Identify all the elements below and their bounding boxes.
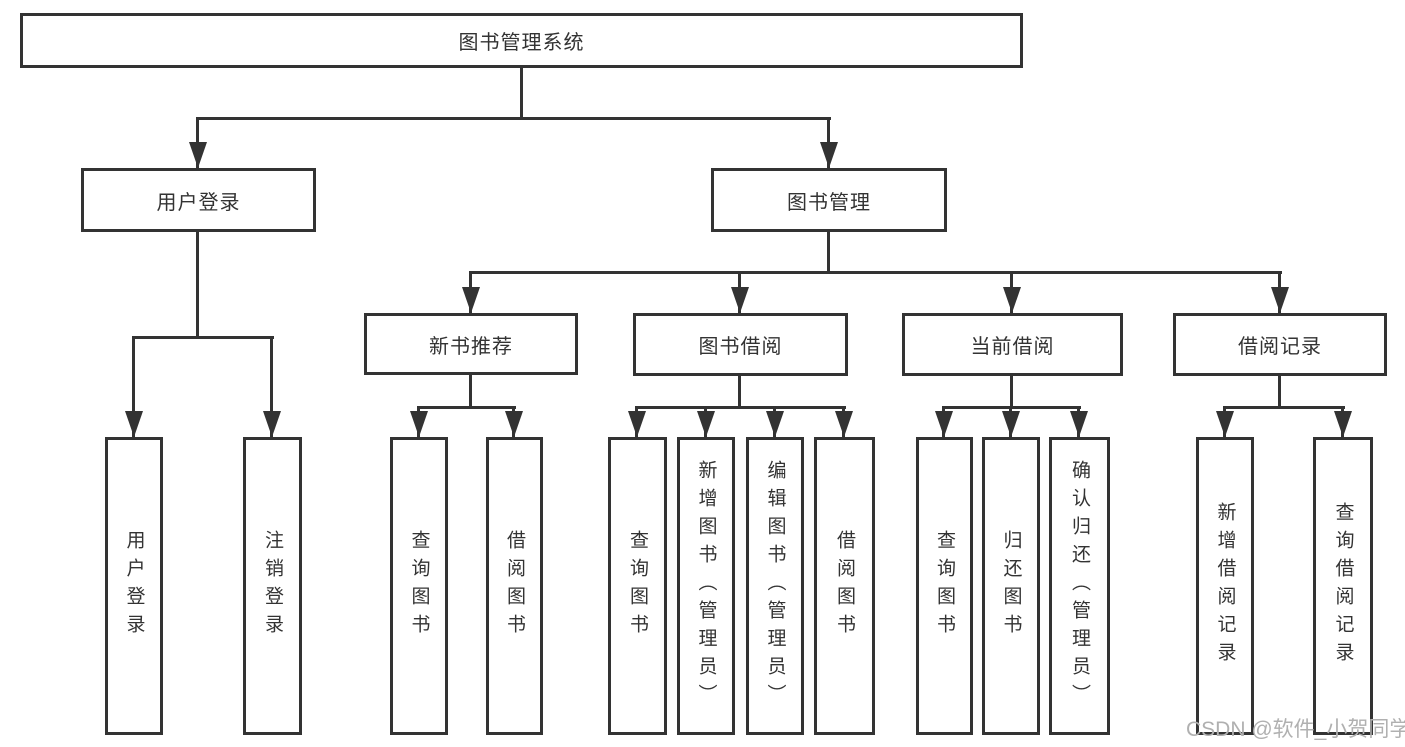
leaf-label: 查询借阅记录 [1332,502,1354,670]
leaf-confirm-return-admin: 确认归还（管理员） [1049,437,1110,735]
connector-line [1278,376,1281,408]
arrow-down-icon [697,411,715,437]
leaf-add-books-admin: 新增图书（管理员） [677,437,735,735]
leaf-label: 查询图书 [934,530,955,642]
connector-line [738,376,741,408]
node-label: 图书借阅 [698,336,783,358]
connector-line [132,336,135,437]
arrow-down-icon [935,411,953,437]
connector-line [270,336,273,437]
leaf-query-books-current: 查询图书 [916,437,973,735]
leaf-borrow-books-borrowing: 借阅图书 [814,437,875,735]
connector-line [1010,375,1013,408]
leaf-label: 查询图书 [408,530,430,642]
leaf-user-login: 用户登录 [105,437,163,735]
connector-line [635,406,846,409]
arrow-down-icon [263,411,281,437]
leaf-query-borrow-record: 查询借阅记录 [1313,437,1373,735]
leaf-label: 归还图书 [1000,530,1022,642]
leaf-label: 确认归还（管理员） [1069,460,1090,712]
node-label: 图书管理系统 [458,32,585,54]
arrow-down-icon [628,411,646,437]
leaf-edit-books-admin: 编辑图书（管理员） [746,437,804,735]
leaf-label: 借阅图书 [504,530,525,642]
node-label: 当前借阅 [970,336,1055,358]
arrow-down-icon [410,411,428,437]
leaf-return-books: 归还图书 [982,437,1040,735]
arrow-down-icon [766,411,784,437]
leaf-label: 借阅图书 [834,530,855,642]
leaf-query-books-recommend: 查询图书 [390,437,448,735]
node-user-login: 用户登录 [81,168,316,232]
node-current-borrowing: 当前借阅 [902,313,1123,376]
connector-line [1223,406,1345,409]
connector-line [132,336,274,339]
connector-line [827,232,830,274]
leaf-query-books-borrowing: 查询图书 [608,437,667,735]
arrow-down-icon [1216,411,1234,437]
node-book-borrowing: 图书借阅 [633,313,848,376]
leaf-label: 查询图书 [627,530,648,642]
arrow-down-icon [1002,411,1020,437]
node-label: 借阅记录 [1238,336,1322,358]
leaf-label: 编辑图书（管理员） [764,460,786,712]
arrow-down-icon [1003,287,1021,313]
arrow-down-icon [1334,411,1352,437]
node-book-management: 图书管理 [711,168,947,232]
node-label: 新书推荐 [429,335,513,358]
node-label: 用户登录 [156,191,241,214]
arrow-down-icon [820,142,838,168]
connector-line [196,232,199,338]
leaf-label: 用户登录 [123,530,145,642]
leaf-add-borrow-record: 新增借阅记录 [1196,437,1254,735]
leaf-label: 新增图书（管理员） [695,460,717,712]
arrow-down-icon [125,411,143,437]
leaf-borrow-books-recommend: 借阅图书 [486,437,543,735]
arrow-down-icon [189,142,207,168]
connector-line [469,375,472,408]
leaf-logout: 注销登录 [243,437,302,735]
node-new-book-recommend: 新书推荐 [364,313,578,375]
leaf-label: 新增借阅记录 [1214,502,1236,670]
arrow-down-icon [505,411,523,437]
arrow-down-icon [835,411,853,437]
arrow-down-icon [731,287,749,313]
arrow-down-icon [1070,411,1088,437]
node-library-management-system: 图书管理系统 [20,13,1023,68]
connector-line [469,271,1282,274]
connector-line [520,68,523,118]
leaf-label: 注销登录 [262,530,283,642]
node-label: 图书管理 [787,191,871,214]
connector-line [197,117,831,120]
connector-line [417,406,516,409]
arrow-down-icon [1271,287,1289,313]
node-borrowing-records: 借阅记录 [1173,313,1387,376]
csdn-watermark: CSDN @软件_小贺同学 [1186,718,1405,741]
arrow-down-icon [462,287,480,313]
